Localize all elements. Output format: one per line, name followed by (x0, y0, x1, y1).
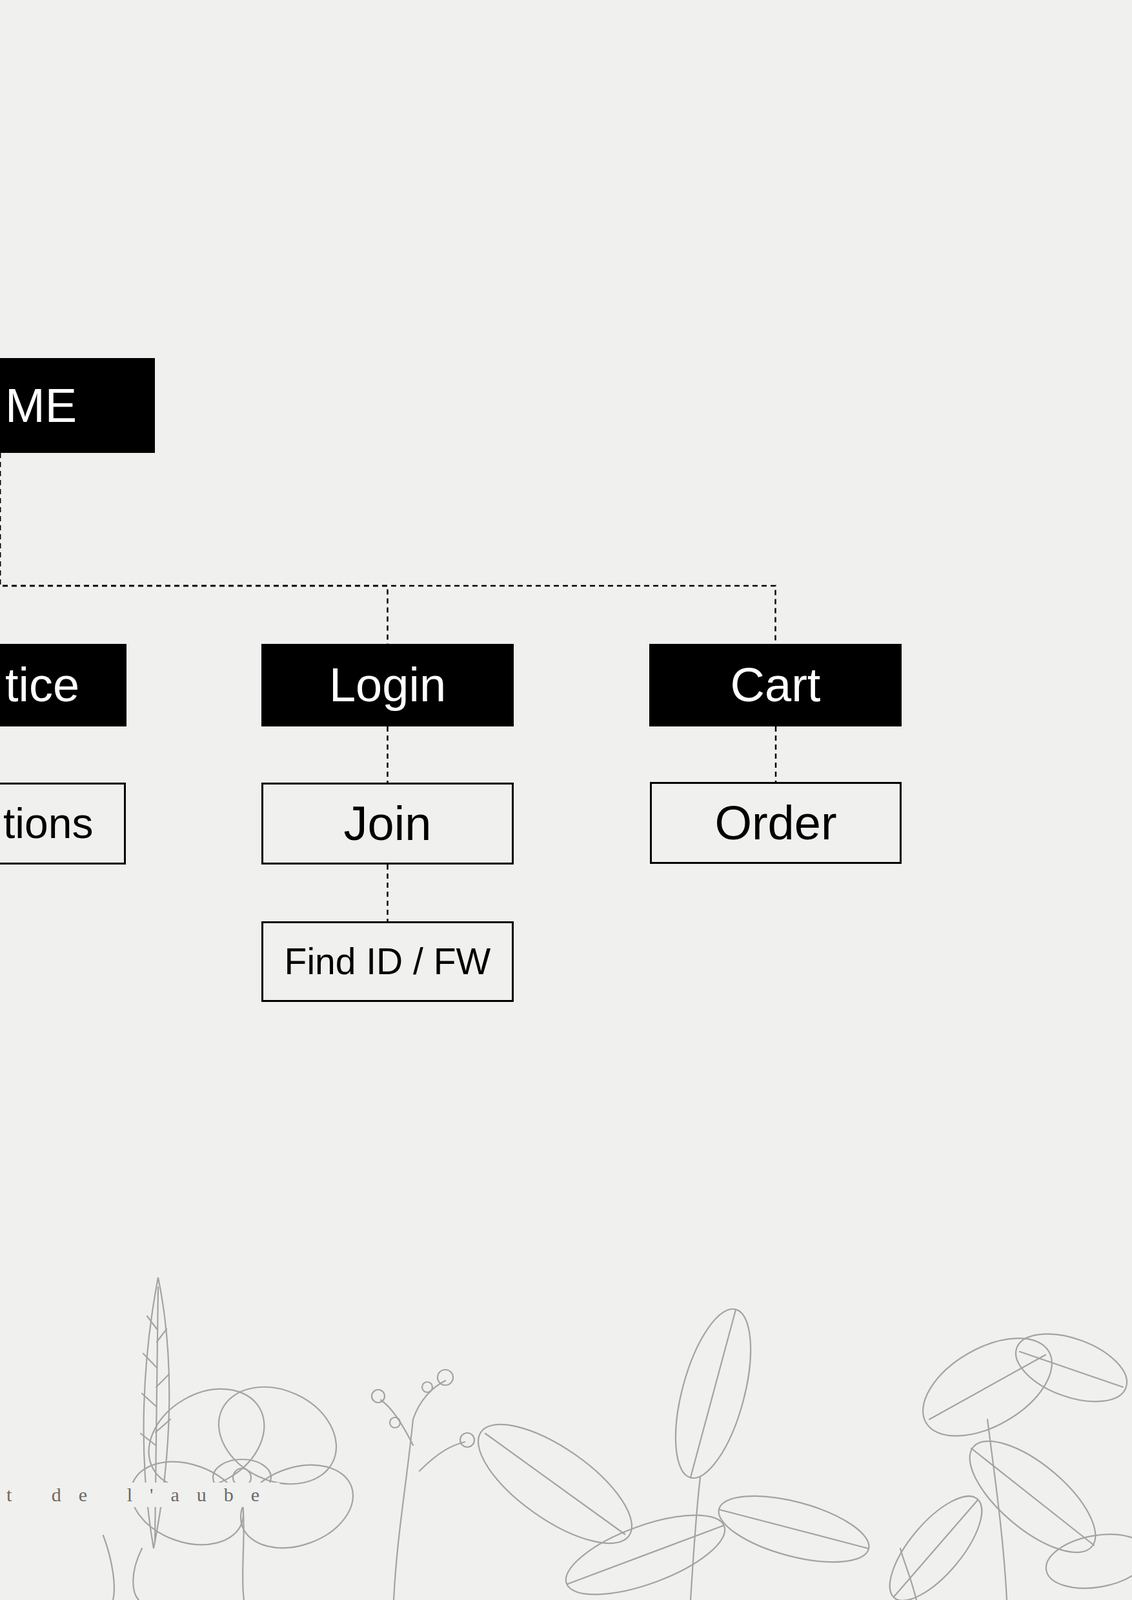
home-box: ME (0, 358, 155, 454)
menu-box: Cart (649, 644, 902, 727)
page-box: Join (261, 782, 514, 865)
node-label: Order (714, 797, 837, 850)
page-box: tions (0, 782, 126, 865)
brand-signature: t de l'aube (3, 1483, 280, 1508)
node-label: Join (343, 797, 432, 850)
menu-box: Login (261, 644, 514, 727)
page-box: Find ID / FW (261, 921, 514, 1003)
node-label: Cart (730, 658, 821, 712)
dashed-connector (775, 726, 778, 783)
dashed-connector (386, 864, 389, 922)
node-label: Login (329, 658, 446, 712)
page-box: Order (649, 782, 902, 865)
node-label: tice (5, 658, 80, 712)
dashed-connector (0, 453, 388, 645)
node-label: tions (3, 800, 93, 848)
dashed-connector (0, 453, 776, 645)
dashed-connector (386, 726, 389, 783)
menu-box: tice (0, 644, 127, 727)
node-label: ME (5, 379, 77, 432)
node-label: Find ID / FW (284, 941, 492, 983)
